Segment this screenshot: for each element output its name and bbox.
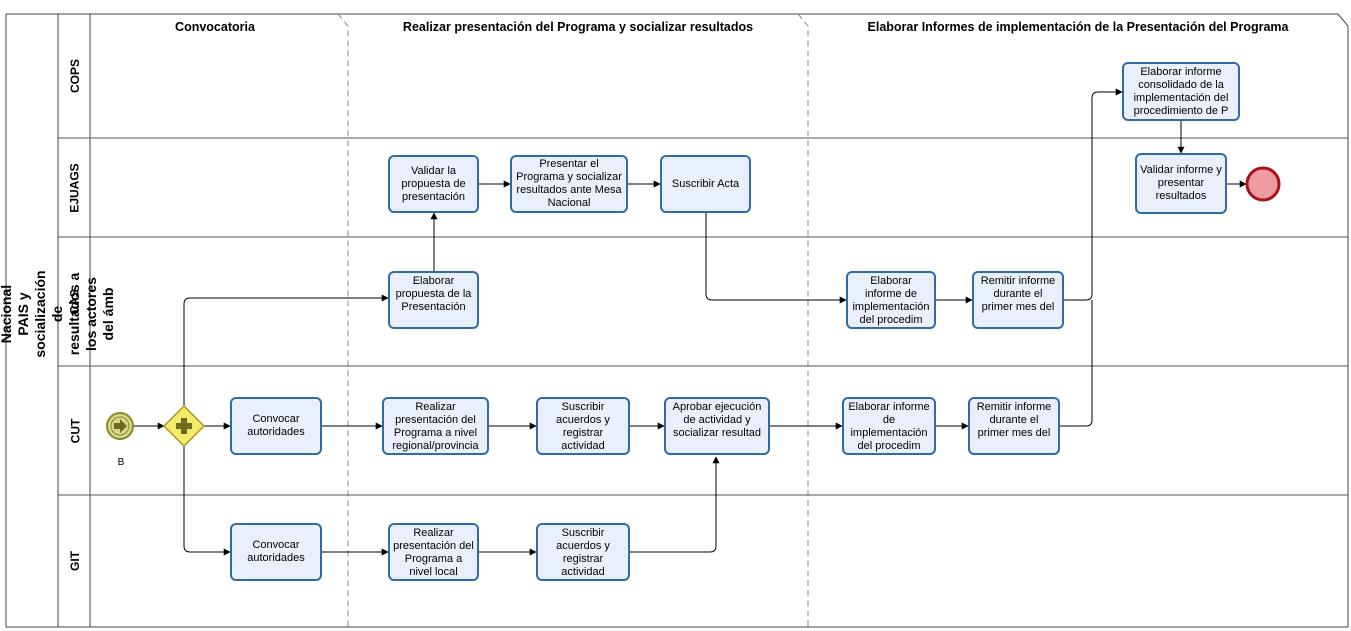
lane-label: CUT (67, 418, 82, 443)
phase-title-convocatoria: Convocatoria (175, 20, 255, 34)
lane-cut: CUT (60, 366, 90, 495)
phase-separator (337, 13, 349, 627)
task-elaborar-informe-cut[interactable]: Elaborar informe de implementación del p… (842, 397, 936, 455)
flow (630, 456, 720, 553)
lane-cops: COPS (60, 14, 90, 138)
lane-label: EJUAGS (68, 162, 83, 213)
parallel-gateway[interactable] (162, 404, 206, 448)
task-elaborar-informe-cas[interactable]: Elaborar informe de implementación del p… (846, 271, 936, 329)
end-event[interactable] (1245, 166, 1281, 202)
task-convocar-autoridades-cut[interactable]: Convocar autoridades (230, 397, 322, 455)
task-remitir-informe-cut[interactable]: Remitir informe durante el primer mes de… (968, 397, 1060, 455)
lane-label: COPS (68, 58, 83, 94)
task-suscribir-acta[interactable]: Suscribir Acta (660, 155, 751, 213)
lane-git: GIT (60, 495, 90, 627)
lane-ejuags: EJUAGS (60, 138, 90, 237)
phase-separator (797, 13, 809, 627)
lane-label: CAS (68, 288, 82, 315)
task-presentar-programa-mesa-nacional[interactable]: Presentar el Programa y socializar resul… (510, 155, 628, 213)
flow (705, 213, 847, 304)
phase-title-informes: Elaborar Informes de implementación de l… (867, 20, 1289, 34)
task-remitir-informe-cas[interactable]: Remitir informe durante el primer mes de… (972, 271, 1064, 329)
flow (1060, 300, 1093, 427)
pool-title: Presentación del Programa Nacional PAIS … (0, 0, 116, 627)
lane-label: GIT (68, 551, 82, 571)
task-elaborar-informe-consolidado[interactable]: Elaborar informe consolidado de la imple… (1122, 62, 1240, 121)
task-validar-propuesta[interactable]: Validar la propuesta de presentación (388, 155, 479, 213)
flow (183, 294, 389, 406)
task-realizar-presentacion-local[interactable]: Realizar presentación del Programa a niv… (388, 523, 479, 581)
flow (1064, 88, 1123, 301)
task-elaborar-propuesta[interactable]: Elaborar propuesta de la Presentación (388, 271, 479, 329)
flow (183, 446, 231, 556)
task-convocar-autoridades-git[interactable]: Convocar autoridades (230, 523, 322, 581)
task-suscribir-acuerdos-git[interactable]: Suscribir acuerdos y registrar actividad (536, 523, 630, 581)
task-aprobar-ejecucion[interactable]: Aprobar ejecución de actividad y sociali… (664, 397, 770, 455)
phase-title-presentacion: Realizar presentación del Programa y soc… (402, 20, 754, 34)
task-suscribir-acuerdos-cut[interactable]: Suscribir acuerdos y registrar actividad (536, 397, 630, 455)
start-event[interactable] (106, 412, 134, 440)
lane-cas: CAS (60, 237, 90, 366)
start-event-label: B (117, 457, 125, 468)
plus-icon (176, 418, 192, 434)
pool-title-text: Presentación del Programa Nacional PAIS … (0, 269, 116, 358)
task-validar-informe[interactable]: Validar informe y presentar resultados (1135, 153, 1227, 214)
task-realizar-presentacion-regional[interactable]: Realizar presentación del Programa a niv… (382, 397, 489, 455)
pool-border (5, 13, 1349, 628)
